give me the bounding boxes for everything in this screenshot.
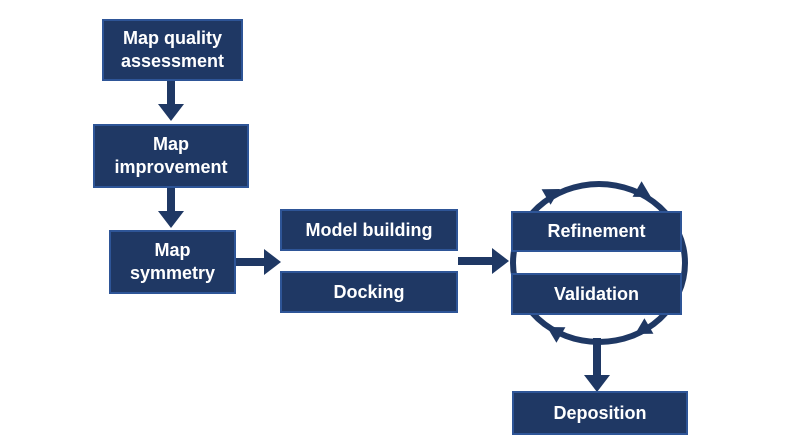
node-label-line: Validation xyxy=(553,283,640,304)
node-label-line: Deposition xyxy=(553,402,647,423)
node-label-line: Docking xyxy=(333,281,405,302)
arrow-right-icon xyxy=(264,249,281,275)
arrow-stem xyxy=(236,258,265,266)
node-model-building: Model building xyxy=(280,209,458,251)
node-label-line: Map quality xyxy=(122,28,222,48)
arrow-right-icon xyxy=(492,248,509,274)
arrow-stem xyxy=(167,188,175,212)
refinement-validation-cycle-ring xyxy=(510,181,688,345)
node-label-line: Model building xyxy=(305,219,433,240)
node-label-line: symmetry xyxy=(129,263,216,283)
arrow-stem xyxy=(167,81,175,105)
arrow-down-icon xyxy=(158,104,184,121)
node-label-line: Map xyxy=(153,134,189,154)
node-map-improvement: Map improvement xyxy=(93,124,249,188)
node-docking: Docking xyxy=(280,271,458,313)
node-validation: Validation xyxy=(511,273,682,315)
node-deposition: Deposition xyxy=(512,391,688,435)
node-refinement: Refinement xyxy=(511,211,682,252)
node-label-line: improvement xyxy=(114,157,228,177)
node-map-quality-assessment: Map quality assessment xyxy=(102,19,243,81)
arrow-down-icon xyxy=(158,211,184,228)
arrow-stem xyxy=(593,338,601,376)
node-label-line: assessment xyxy=(120,51,225,71)
node-label-line: Map xyxy=(154,240,191,260)
node-label-line: Refinement xyxy=(547,221,646,241)
arrow-down-icon xyxy=(584,375,610,392)
arrow-stem xyxy=(458,257,493,265)
node-map-symmetry: Map symmetry xyxy=(109,230,236,294)
